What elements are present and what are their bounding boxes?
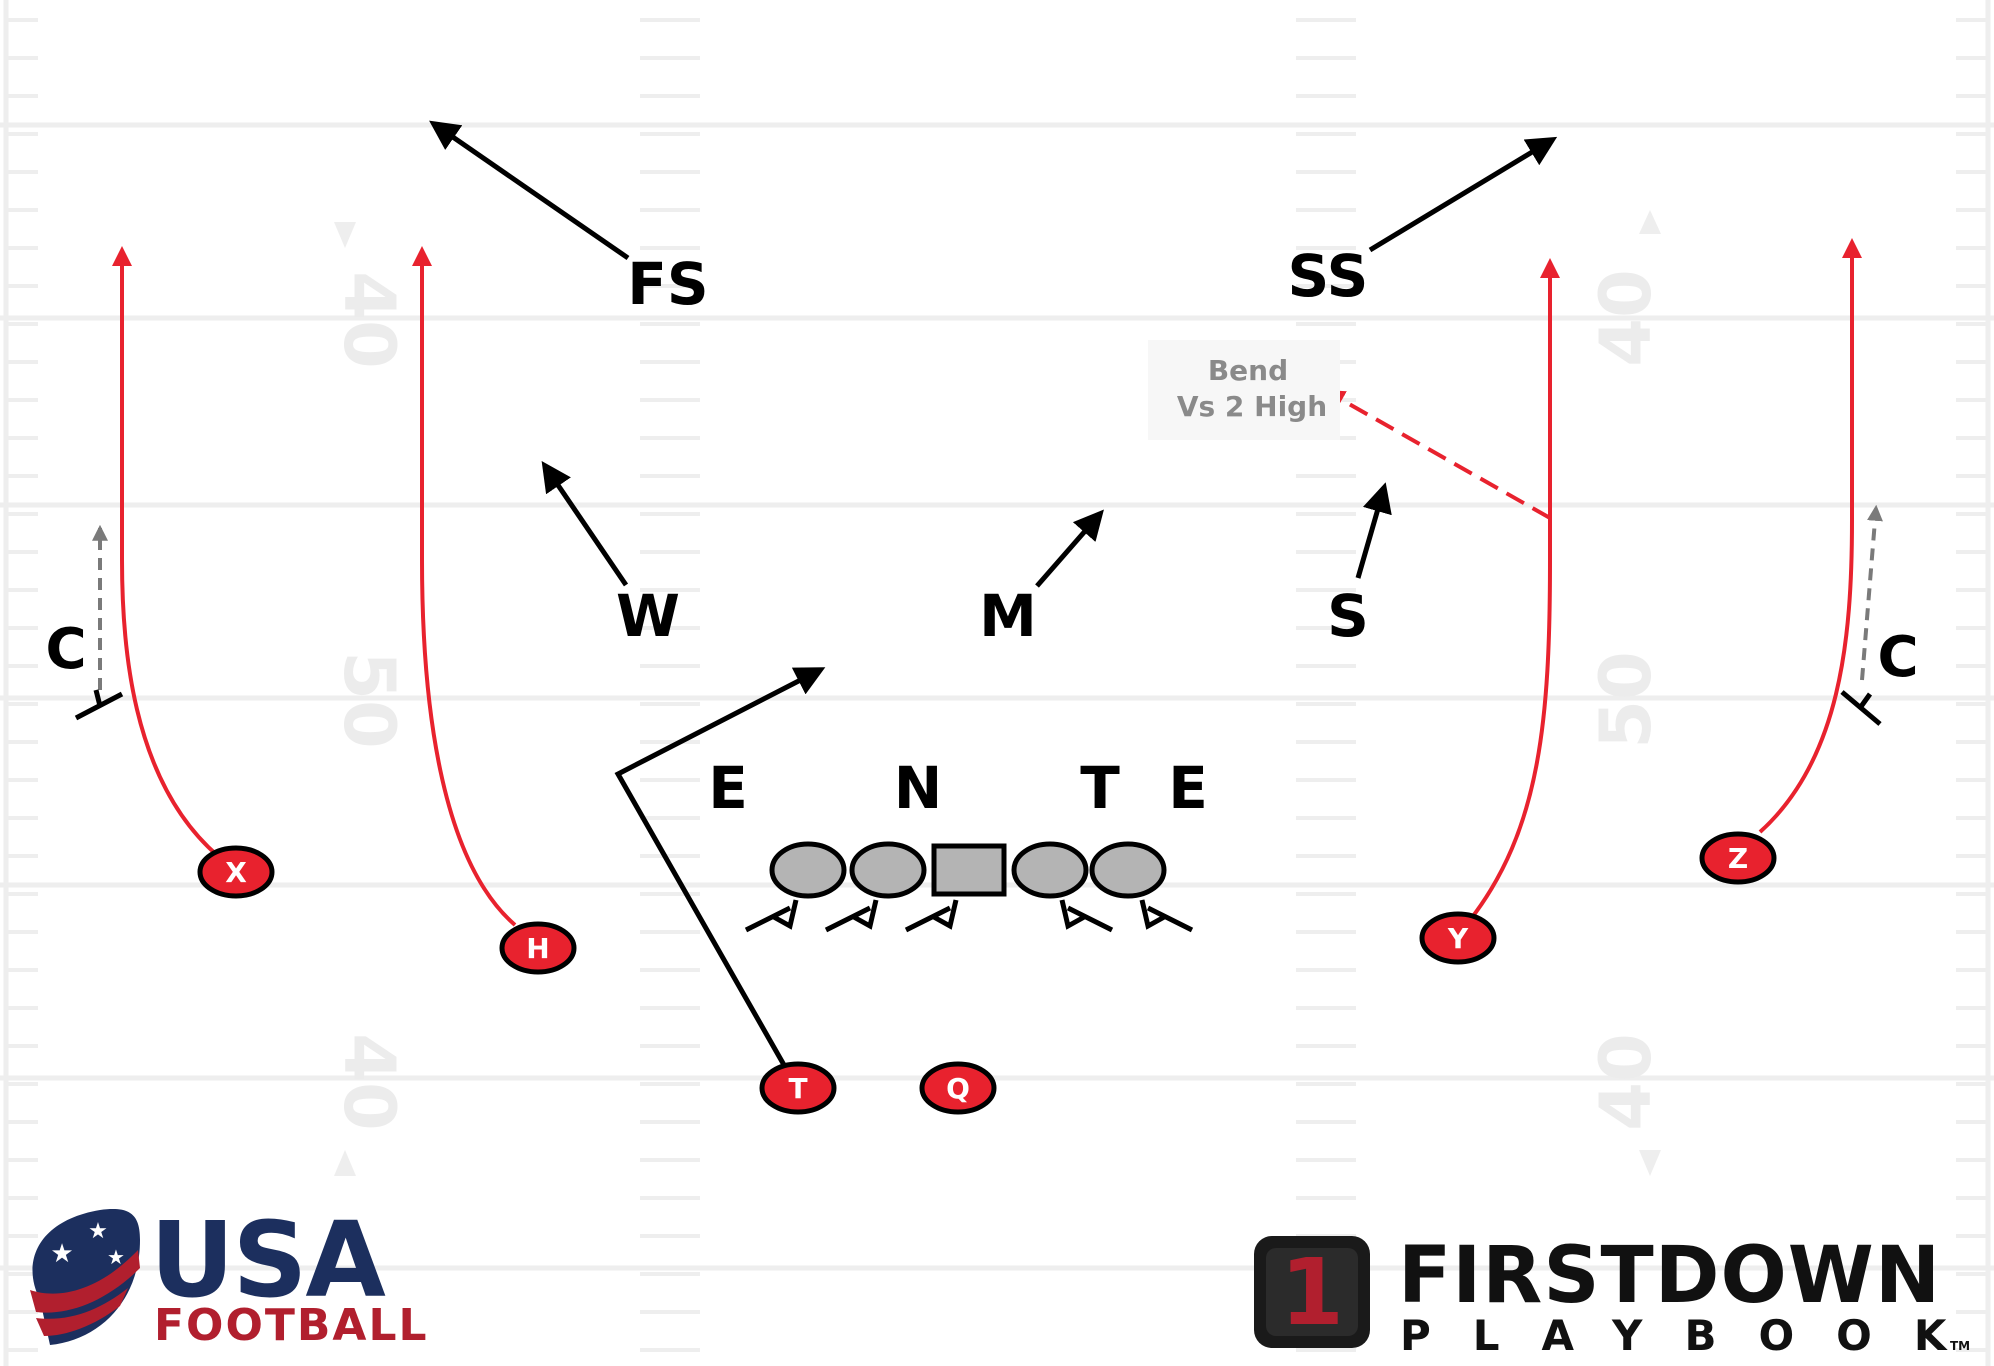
- bend-note-line2: Vs 2 High: [1177, 390, 1327, 423]
- label-e-right: E: [1168, 754, 1208, 822]
- hash-marks: [8, 18, 1988, 1352]
- svg-text:Y: Y: [1447, 922, 1469, 955]
- usa-wordmark: USA: [150, 1199, 385, 1321]
- label-w: W: [616, 582, 680, 650]
- label-c-left: C: [45, 617, 86, 682]
- svg-text:Z: Z: [1728, 842, 1748, 875]
- bend-note-line1: Bend: [1208, 354, 1288, 387]
- route-z: [1758, 238, 1862, 834]
- route-y-option-dashed: [1324, 390, 1551, 520]
- svg-text:1: 1: [1280, 1239, 1344, 1346]
- svg-text:★: ★: [50, 1239, 73, 1269]
- w-arrow: [541, 461, 629, 587]
- label-fs: FS: [627, 250, 708, 318]
- svg-text:X: X: [225, 856, 247, 889]
- yard-direction-arrow-left-bottom: [334, 1150, 356, 1176]
- m-arrow: [1035, 509, 1104, 588]
- football-wordmark: FOOTBALL: [154, 1300, 429, 1351]
- lineman-5: [1089, 841, 1194, 933]
- corner-reads: [92, 504, 1883, 690]
- c-right-arrow: [1860, 504, 1883, 681]
- firstdown-playbook-logo: 1 FIRSTDOWN PLAYBOOK TM: [1254, 1231, 1988, 1360]
- defense-labels: FS SS W M S E N T E C C: [45, 242, 1918, 822]
- svg-text:H: H: [526, 932, 549, 965]
- bend-note-box: [1148, 340, 1340, 440]
- player-q[interactable]: Q: [919, 1061, 997, 1115]
- lineman-4: [1011, 841, 1114, 933]
- yard-numbers: 40 50 40 40 50 40: [328, 210, 1667, 1176]
- lineman-1: [744, 841, 847, 933]
- player-h[interactable]: H: [499, 921, 577, 975]
- defense-reads: [429, 120, 1558, 1067]
- firstdown-wordmark: FIRSTDOWN: [1398, 1231, 1941, 1321]
- label-t: T: [1080, 754, 1120, 822]
- route-h: [412, 246, 517, 927]
- offensive-line: [744, 841, 1194, 933]
- trademark: TM: [1950, 1339, 1970, 1353]
- yard-number-right-top: 40: [1585, 269, 1667, 366]
- label-e-left: E: [708, 754, 748, 822]
- corner-stance-marks: [74, 689, 1882, 726]
- t-route: [614, 667, 826, 1067]
- usa-football-ball-icon: ★ ★ ★: [30, 1209, 140, 1345]
- yard-number-left-top: 40: [328, 271, 410, 368]
- offense-players: X H T Q Y Z: [197, 831, 1777, 1115]
- player-t[interactable]: T: [759, 1061, 837, 1115]
- player-z[interactable]: Z: [1699, 831, 1777, 885]
- center: [904, 843, 1007, 933]
- yard-direction-arrow-right-top: [1639, 210, 1661, 234]
- usa-football-logo: ★ ★ ★ USA FOOTBALL: [30, 1199, 429, 1351]
- label-c-right: C: [1877, 625, 1918, 690]
- s-arrow: [1355, 482, 1392, 579]
- yard-direction-arrow-right-bottom: [1639, 1150, 1661, 1176]
- yard-number-left-bottom: 40: [328, 1033, 410, 1130]
- bend-note: Bend Vs 2 High: [1148, 340, 1340, 440]
- yard-number-left-mid: 50: [328, 651, 410, 748]
- player-y[interactable]: Y: [1419, 911, 1497, 965]
- c-right-stance: [1840, 690, 1882, 726]
- fs-arrow: [429, 120, 630, 261]
- svg-text:★: ★: [107, 1245, 125, 1269]
- player-x[interactable]: X: [197, 845, 275, 899]
- yard-number-right-bottom: 40: [1585, 1033, 1667, 1130]
- svg-text:T: T: [788, 1072, 807, 1105]
- firstdown-badge-icon: 1: [1254, 1236, 1370, 1348]
- label-n: N: [894, 754, 943, 822]
- route-x: [112, 246, 220, 858]
- lineman-2: [824, 841, 927, 933]
- playbook-wordmark: PLAYBOOK: [1400, 1311, 1988, 1360]
- ss-arrow: [1368, 136, 1558, 253]
- yard-number-right-mid: 50: [1585, 651, 1667, 748]
- offense-routes: [112, 238, 1862, 927]
- svg-text:★: ★: [88, 1219, 108, 1244]
- c-left-stance: [74, 689, 124, 721]
- label-s: S: [1327, 582, 1369, 650]
- svg-text:Q: Q: [946, 1072, 970, 1105]
- label-m: M: [979, 582, 1037, 650]
- yard-direction-arrow-left-top: [334, 222, 356, 248]
- label-ss: SS: [1288, 242, 1369, 310]
- route-y: [1468, 258, 1560, 922]
